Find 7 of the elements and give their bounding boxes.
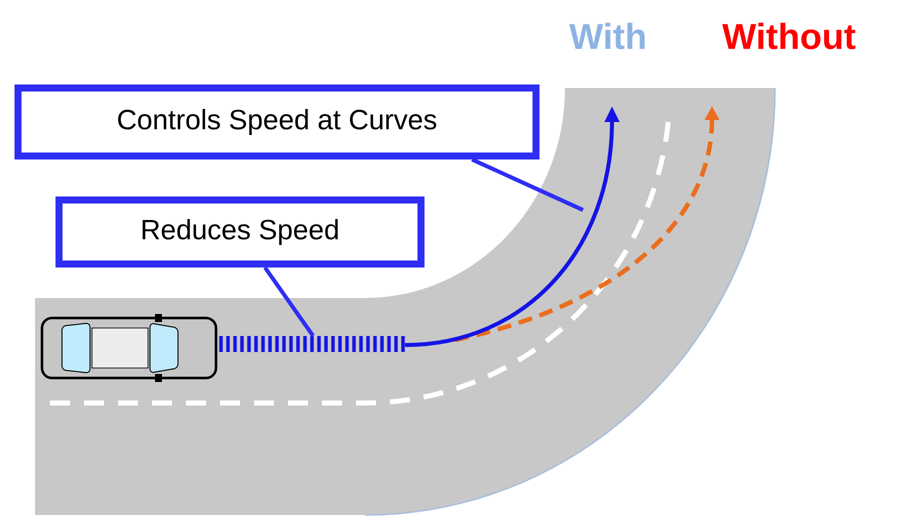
leader-line: [471, 158, 584, 212]
path-label: Without: [722, 22, 856, 50]
leader-line: [263, 266, 315, 337]
callout-box: Reduces Speed: [56, 196, 424, 268]
callout-box: Controls Speed at Curves: [14, 84, 540, 160]
path-label: With: [569, 22, 645, 50]
hatched-bar: [219, 334, 405, 354]
